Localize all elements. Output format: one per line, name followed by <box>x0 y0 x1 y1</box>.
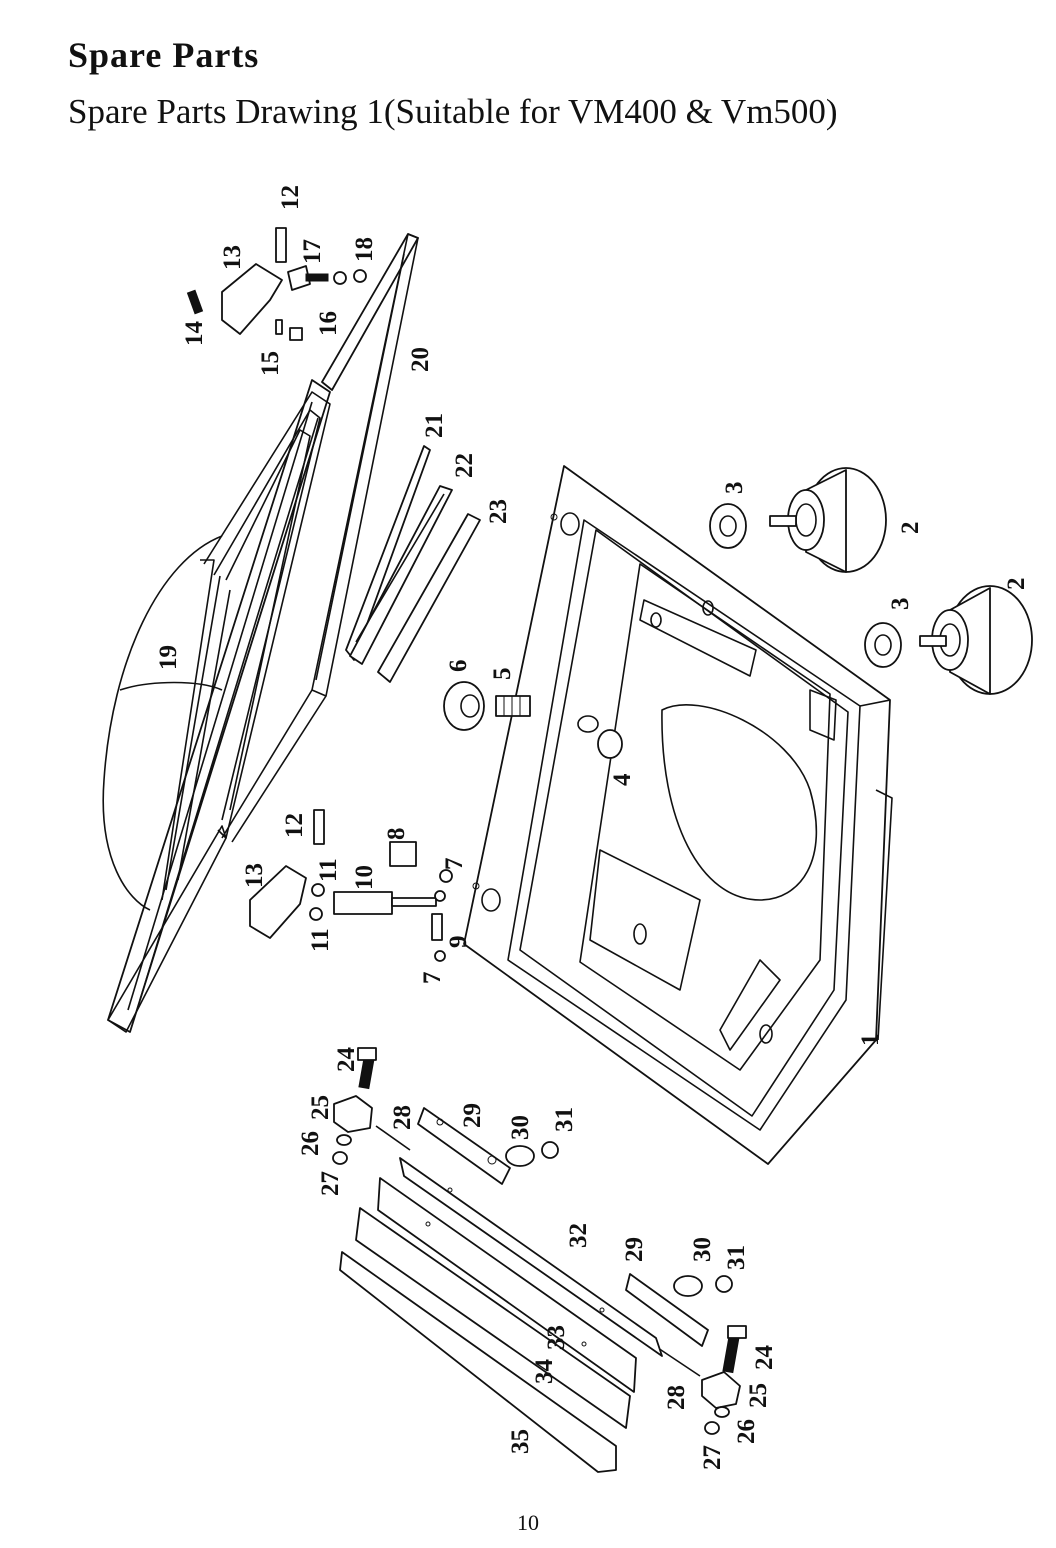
hinge-lower <box>249 809 453 962</box>
callout-27: 27 <box>699 1445 726 1470</box>
callout-7: 7 <box>441 858 468 871</box>
callout-24: 24 <box>333 1047 360 1073</box>
callout-21: 21 <box>421 413 448 438</box>
drain-parts <box>443 681 623 759</box>
callout-22: 22 <box>451 453 478 478</box>
callout-20: 20 <box>407 347 434 372</box>
callout-5: 5 <box>489 668 516 681</box>
drawing-subtitle: Spare Parts Drawing 1(Suitable for VM400… <box>68 92 838 131</box>
motor-lower <box>919 585 1033 695</box>
callout-28: 28 <box>663 1385 690 1410</box>
callout-23: 23 <box>485 499 512 524</box>
callout-24: 24 <box>751 1345 778 1371</box>
callout-26: 26 <box>733 1419 760 1444</box>
callout-13: 13 <box>241 863 268 888</box>
callout-33: 33 <box>543 1325 570 1350</box>
callout-31: 31 <box>551 1107 578 1132</box>
frame-parts-lower-set <box>625 1273 747 1435</box>
hinge-upper <box>186 227 367 341</box>
frame-rails <box>339 1157 663 1473</box>
callout-25: 25 <box>307 1095 334 1120</box>
callout-2: 2 <box>1003 578 1030 591</box>
callout-10: 10 <box>351 865 378 890</box>
callout-9: 9 <box>445 936 472 949</box>
bearing-upper <box>709 503 747 549</box>
callout-16: 16 <box>315 311 342 336</box>
callout-2: 2 <box>897 522 924 535</box>
callout-25: 25 <box>745 1383 772 1408</box>
lid-assembly <box>102 233 419 1033</box>
tub-body <box>463 465 893 1165</box>
callout-32: 32 <box>565 1223 592 1248</box>
callout-31: 31 <box>723 1245 750 1270</box>
callout-3: 3 <box>887 598 914 611</box>
callout-12: 12 <box>281 813 308 838</box>
callout-11: 11 <box>307 928 334 952</box>
callout-34: 34 <box>531 1359 558 1385</box>
callout-4: 4 <box>609 773 636 786</box>
callout-12: 12 <box>277 185 304 210</box>
callout-1: 1 <box>857 1034 884 1047</box>
callout-30: 30 <box>689 1237 716 1262</box>
callout-26: 26 <box>297 1131 324 1156</box>
page-title: Spare Parts <box>68 35 260 75</box>
callout-28: 28 <box>389 1105 416 1130</box>
motor-upper <box>769 467 887 573</box>
callout-35: 35 <box>507 1429 534 1454</box>
callout-13: 13 <box>219 245 246 270</box>
page-number: 10 <box>517 1510 539 1535</box>
callout-19: 19 <box>155 645 182 670</box>
callout-8: 8 <box>383 828 410 841</box>
callout-labels: 1 2 2 3 3 4 5 6 7 7 8 9 10 11 11 12 12 1… <box>155 185 1030 1470</box>
callout-3: 3 <box>721 482 748 495</box>
callout-27: 27 <box>317 1171 344 1196</box>
callout-29: 29 <box>621 1237 648 1262</box>
callout-14: 14 <box>181 321 208 347</box>
callout-7: 7 <box>419 972 446 985</box>
callout-11: 11 <box>315 858 342 882</box>
callout-29: 29 <box>459 1103 486 1128</box>
callout-6: 6 <box>445 660 472 673</box>
callout-17: 17 <box>299 239 326 264</box>
callout-18: 18 <box>351 237 378 262</box>
bearing-lower <box>864 622 902 668</box>
callout-30: 30 <box>507 1115 534 1140</box>
frame-parts-upper-set <box>332 1047 559 1185</box>
gasket-strips <box>345 445 481 683</box>
callout-15: 15 <box>257 351 284 376</box>
